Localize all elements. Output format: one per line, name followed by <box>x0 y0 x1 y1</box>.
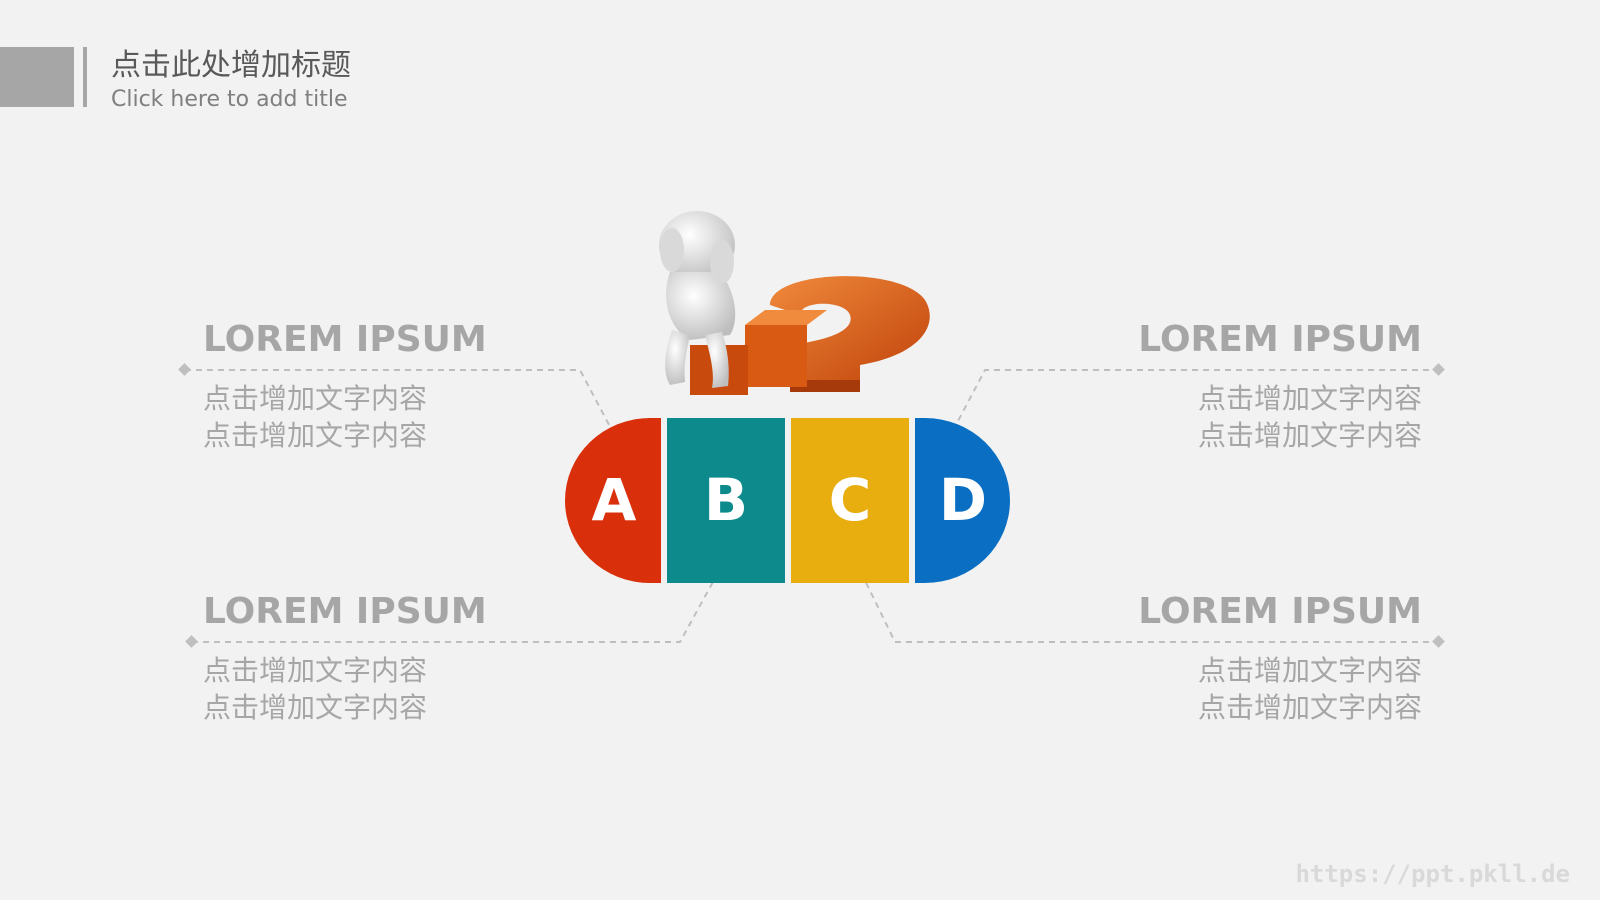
callout-top-left-heading[interactable]: LOREM IPSUM <box>203 319 487 360</box>
question-mark-illustration <box>690 276 930 395</box>
callout-top-left-line-1[interactable]: 点击增加文字内容 <box>203 382 428 415</box>
segment-d-letter: D <box>939 466 987 534</box>
segment-b-letter: B <box>704 466 748 534</box>
callout-bottom-right-line-1[interactable]: 点击增加文字内容 <box>1197 654 1422 687</box>
header-accent-block <box>0 47 74 107</box>
callout-bottom-left-line-1[interactable]: 点击增加文字内容 <box>203 654 428 687</box>
page-subtitle[interactable]: Click here to add title <box>111 87 348 112</box>
connector-bottom-left <box>192 559 726 643</box>
callout-top-left-line-2[interactable]: 点击增加文字内容 <box>203 419 428 452</box>
callout-top-right-line-2[interactable]: 点击增加文字内容 <box>1197 419 1422 452</box>
connector-dot-top-left <box>178 363 191 376</box>
segment-d <box>915 418 1010 583</box>
page-title[interactable]: 点击此处增加标题 <box>111 48 351 83</box>
segment-c-letter: C <box>829 466 872 534</box>
callout-bottom-right-line-2[interactable]: 点击增加文字内容 <box>1197 691 1422 724</box>
abcd-pill <box>565 418 1010 583</box>
connector-bottom-right <box>854 559 1440 643</box>
callout-bottom-left-line-2[interactable]: 点击增加文字内容 <box>203 691 428 724</box>
callout-bottom-right-heading[interactable]: LOREM IPSUM <box>1138 591 1422 632</box>
callout-top-right-heading[interactable]: LOREM IPSUM <box>1138 319 1422 360</box>
segment-c <box>791 418 909 583</box>
connector-dot-top-right <box>1432 363 1445 376</box>
header-accent-bar <box>83 47 87 107</box>
connector-dot-bottom-right <box>1432 635 1445 648</box>
segment-b <box>667 418 785 583</box>
callout-bottom-left-heading[interactable]: LOREM IPSUM <box>203 591 487 632</box>
segment-a <box>565 418 661 583</box>
segment-a-letter: A <box>592 466 637 534</box>
callout-top-right-line-1[interactable]: 点击增加文字内容 <box>1197 382 1422 415</box>
connector-dot-bottom-left <box>185 635 198 648</box>
thinking-figure-illustration <box>659 211 736 388</box>
watermark-url: https://ppt.pkll.de <box>1295 860 1570 888</box>
